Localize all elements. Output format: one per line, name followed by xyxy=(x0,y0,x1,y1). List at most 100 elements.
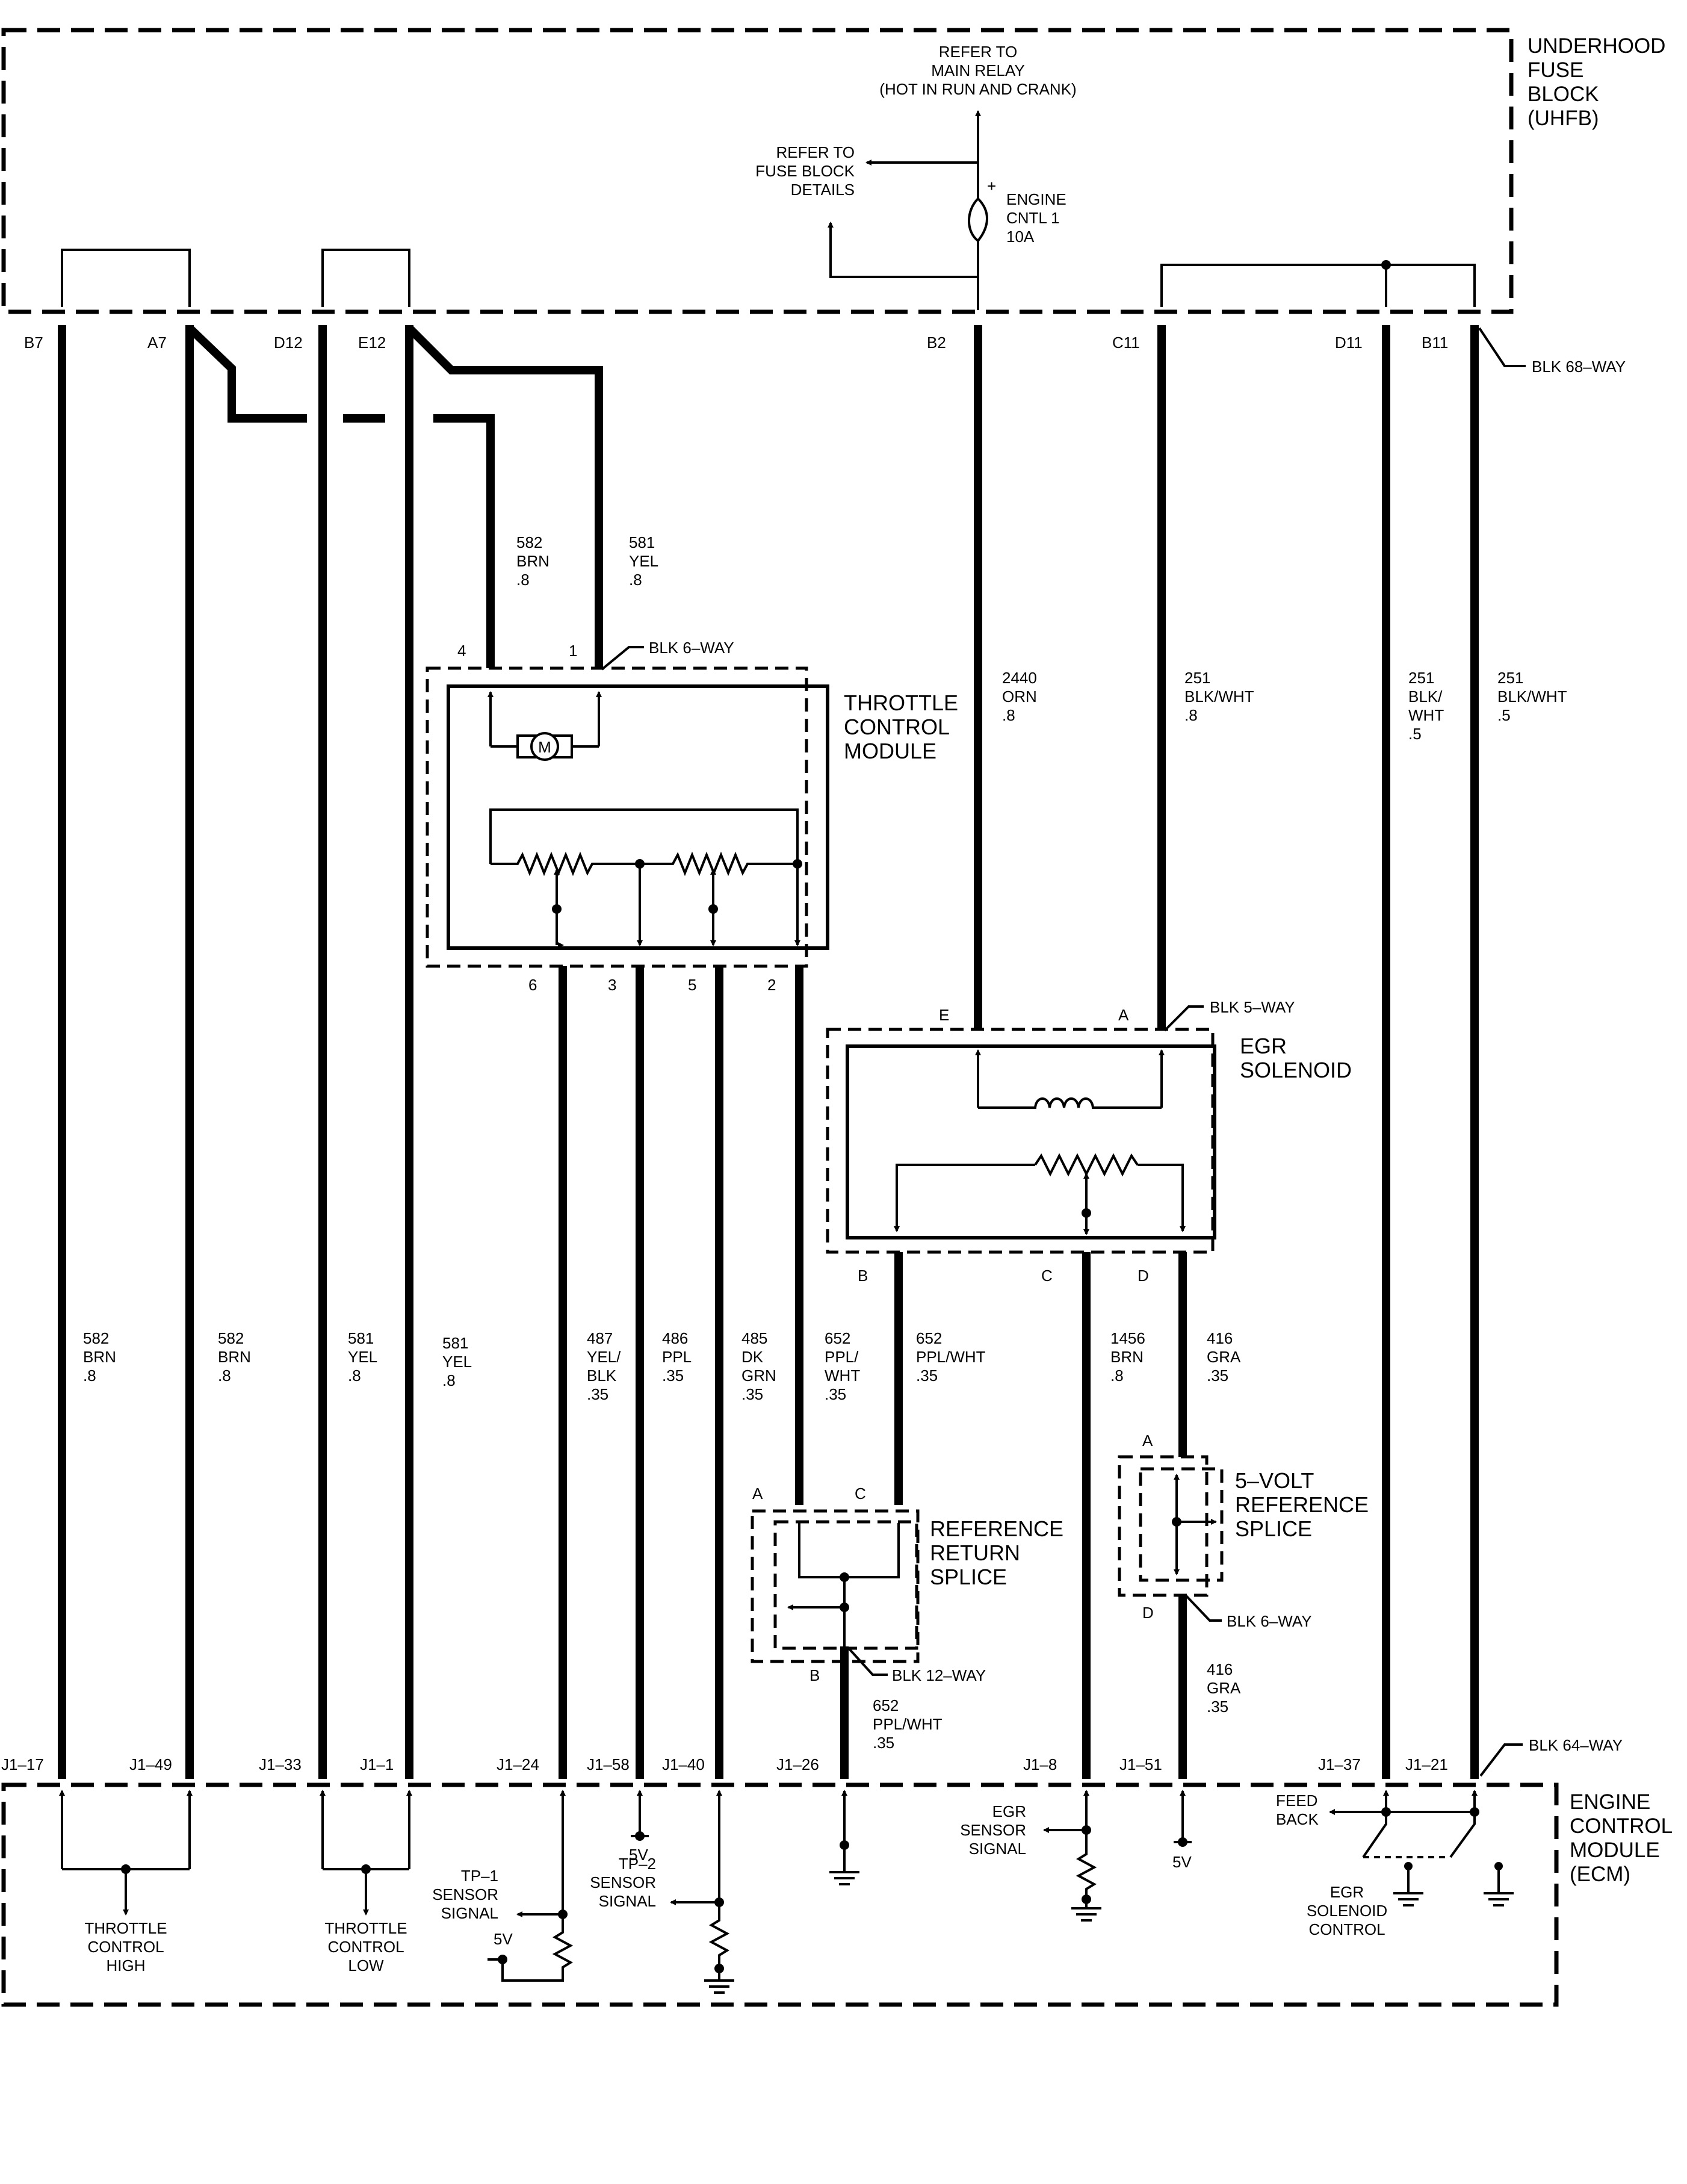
egr-pin-a: A xyxy=(1118,1006,1129,1024)
w1456-3: .8 xyxy=(1110,1367,1124,1385)
w487-4: .35 xyxy=(587,1385,608,1403)
thr-high-1: THROTTLE xyxy=(84,1919,167,1937)
w582-top-1: 582 xyxy=(516,533,542,551)
ref-return-connector-label: BLK 12–WAY xyxy=(892,1666,986,1684)
ecm-pin-j1-17: J1–17 xyxy=(1,1755,44,1773)
ecm-tp2-ground-icon xyxy=(704,1971,734,1994)
ref-return-title-1: REFERENCE xyxy=(930,1516,1063,1541)
w251a-2: BLK/WHT xyxy=(1184,687,1254,706)
w581-l2-2: YEL xyxy=(442,1353,472,1371)
ref-5v-pin-d: D xyxy=(1142,1604,1154,1622)
egr-pin-d: D xyxy=(1138,1267,1149,1285)
w1456-1: 1456 xyxy=(1110,1329,1145,1347)
uhfb-pin-a7: A7 xyxy=(147,333,167,352)
reference-return-splice: REFERENCE RETURN SPLICE A C B BLK 12–WAY xyxy=(751,1484,1063,1684)
w582-l2-2: BRN xyxy=(218,1348,251,1366)
w652a-1: 652 xyxy=(825,1329,850,1347)
fuse-element-icon xyxy=(968,197,988,243)
ref-return-pin-b: B xyxy=(809,1666,820,1684)
ref-5v-connector-boundary xyxy=(1118,1455,1209,1597)
refer-main-relay-2: MAIN RELAY xyxy=(931,61,1025,79)
w251b-3: WHT xyxy=(1408,706,1444,724)
ecm-egr-resistor-icon xyxy=(1076,1830,1097,1902)
ecm-connector-leader xyxy=(1479,1743,1523,1777)
w652b-3: .35 xyxy=(916,1367,938,1385)
tcm-lead-6 xyxy=(557,909,563,945)
tcm-pin-2: 2 xyxy=(767,976,776,994)
ref-return-title-3: SPLICE xyxy=(930,1565,1007,1589)
uhfb-title-2: FUSE xyxy=(1528,58,1583,82)
w582-l1-1: 582 xyxy=(83,1329,109,1347)
uhfb-connector-label: BLK 68–WAY xyxy=(1532,358,1626,376)
throttle-control-module: THROTTLE CONTROL MODULE 4 1 BLK 6–WAY M … xyxy=(427,639,958,994)
w416b-2: GRA xyxy=(1207,1679,1241,1697)
egr-control-2: SOLENOID xyxy=(1307,1902,1387,1920)
tcm-pin-1: 1 xyxy=(569,642,577,660)
w652a-4: .35 xyxy=(825,1385,846,1403)
ref-5v-title-3: SPLICE xyxy=(1235,1516,1312,1541)
ref-5v-connector-label: BLK 6–WAY xyxy=(1227,1612,1312,1630)
w251a-1: 251 xyxy=(1184,669,1210,687)
uhfb-title-4: (UHFB) xyxy=(1528,107,1599,130)
egr-sensor-1: EGR xyxy=(992,1802,1026,1820)
ecm-tp1-pullup-resistor-icon xyxy=(501,1914,574,1982)
uhfb-jumper-c11-b11 xyxy=(1160,264,1476,307)
v5b: 5V xyxy=(629,1846,648,1864)
ecm-tp2-pulldown-resistor-icon xyxy=(708,1902,730,1971)
ecm-pin-j1-40: J1–40 xyxy=(662,1755,705,1773)
tcm-connector-boundary xyxy=(426,666,808,968)
w416a-2: GRA xyxy=(1207,1348,1241,1366)
egr-control-3: CONTROL xyxy=(1308,1920,1385,1938)
refer-main-relay-3: (HOT IN RUN AND CRANK) xyxy=(879,80,1076,98)
w652c-3: .35 xyxy=(873,1734,894,1752)
ecm-title-4: (ECM) xyxy=(1570,1863,1630,1886)
thr-high-3: HIGH xyxy=(107,1956,146,1975)
refer-main-relay-1: REFER TO xyxy=(939,43,1018,61)
ecm-pin-j1-58: J1–58 xyxy=(587,1755,630,1773)
ref-return-connector-leader xyxy=(847,1647,888,1676)
w251c-1: 251 xyxy=(1497,669,1523,687)
feedback-1: FEED xyxy=(1276,1792,1317,1810)
ecm-title-2: CONTROL xyxy=(1570,1814,1673,1838)
v5c: 5V xyxy=(1172,1853,1192,1871)
ref-return-pin-c: C xyxy=(855,1484,866,1503)
w251a-3: .8 xyxy=(1184,706,1198,724)
fuse-plus-sign: + xyxy=(987,177,996,195)
egr-sensor-left-lead xyxy=(894,1164,1035,1232)
w652c-1: 652 xyxy=(873,1696,899,1714)
tp2-2: SENSOR xyxy=(590,1873,656,1891)
feedback-2: BACK xyxy=(1276,1810,1319,1828)
w581-l1-1: 581 xyxy=(348,1329,374,1347)
w581-l2-1: 581 xyxy=(442,1334,468,1352)
w581-top-3: .8 xyxy=(629,571,642,589)
uhfb-pin-e12: E12 xyxy=(358,333,386,352)
ref-5v-title-2: REFERENCE xyxy=(1235,1492,1369,1517)
ref-return-internal xyxy=(798,1523,900,1578)
w487-2: YEL/ xyxy=(587,1348,621,1366)
w582-l1-3: .8 xyxy=(83,1367,96,1385)
egr-title-2: SOLENOID xyxy=(1240,1058,1352,1082)
ref-return-title-2: RETURN xyxy=(930,1540,1020,1565)
uhfb-pin-b2: B2 xyxy=(927,333,946,352)
ref-return-node-2 xyxy=(840,1602,849,1612)
w652b-2: PPL/WHT xyxy=(916,1348,986,1366)
w251b-2: BLK/ xyxy=(1408,687,1443,706)
ref-5v-connector-leader xyxy=(1184,1594,1222,1622)
uhfb-connector-leader xyxy=(1478,327,1526,367)
w582-l2-1: 582 xyxy=(218,1329,244,1347)
w251c-2: BLK/WHT xyxy=(1497,687,1567,706)
tp2-3: SIGNAL xyxy=(599,1892,656,1910)
tcm-connector-leader xyxy=(601,646,644,671)
uhfb-pin-b7: B7 xyxy=(24,333,43,352)
ecm-pin-j1-49: J1–49 xyxy=(129,1755,172,1773)
ecm-j1-26-ground-icon xyxy=(829,1845,859,1885)
tcm-pot2-resistor-icon xyxy=(640,851,797,876)
w2440-3: .8 xyxy=(1002,706,1015,724)
uhfb-splice-dot xyxy=(1381,260,1391,270)
w582-l1-2: BRN xyxy=(83,1348,116,1366)
uhfb-jumper-b7-a7 xyxy=(61,249,191,307)
wire-harness xyxy=(58,324,1479,1779)
tp1-2: SENSOR xyxy=(432,1885,498,1903)
uhfb-pin-b11: B11 xyxy=(1422,333,1448,352)
ref-return-body xyxy=(773,1520,918,1650)
